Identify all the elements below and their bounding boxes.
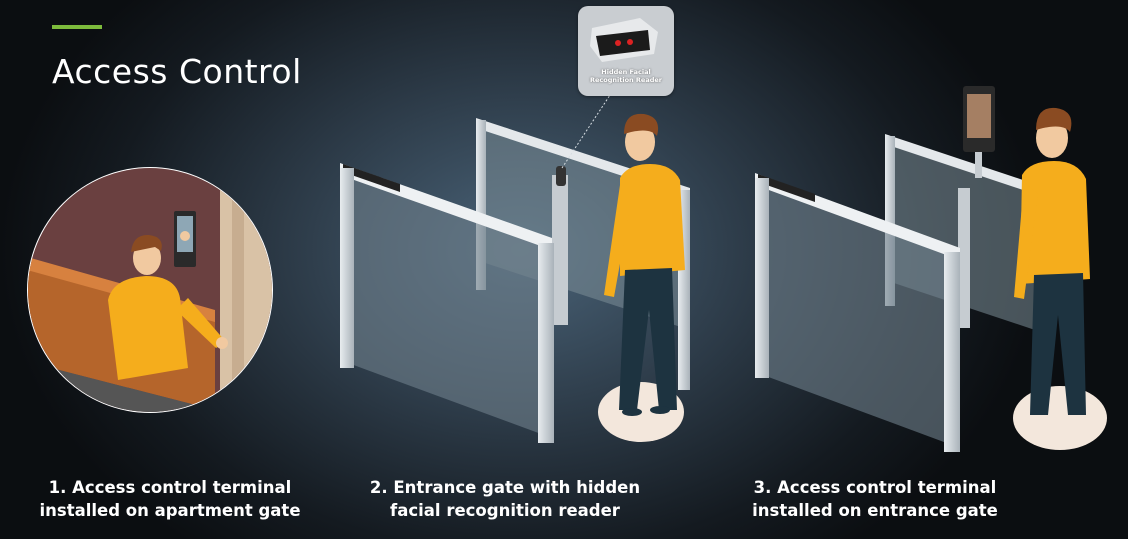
caption-3-line2: installed on entrance gate xyxy=(752,501,998,520)
hidden-reader-callout: Hidden Facial Recognition Reader xyxy=(578,6,674,96)
caption-hidden-reader-gate: 2. Entrance gate with hidden facial reco… xyxy=(350,476,660,522)
callout-label-line2: Recognition Reader xyxy=(590,76,662,84)
camera-module-icon xyxy=(590,18,658,62)
caption-apartment-gate: 1. Access control terminal installed on … xyxy=(20,476,320,522)
title-accent-bar xyxy=(52,25,102,29)
entrance-gate-hidden-reader-illustration xyxy=(340,91,690,443)
caption-3-line1: 3. Access control terminal xyxy=(753,478,997,497)
caption-2-line1: 2. Entrance gate with hidden xyxy=(369,478,641,497)
callout-label-line1: Hidden Facial xyxy=(601,68,651,76)
entrance-gate-terminal-illustration xyxy=(755,86,1107,452)
page-title: Access Control xyxy=(52,52,302,91)
caption-1-line2: installed on apartment gate xyxy=(39,501,301,520)
caption-1-line1: 1. Access control terminal xyxy=(48,478,292,497)
caption-2-line2: facial recognition reader xyxy=(390,501,620,520)
apartment-gate-illustration xyxy=(27,167,273,413)
caption-entrance-gate-terminal: 3. Access control terminal installed on … xyxy=(720,476,1030,522)
